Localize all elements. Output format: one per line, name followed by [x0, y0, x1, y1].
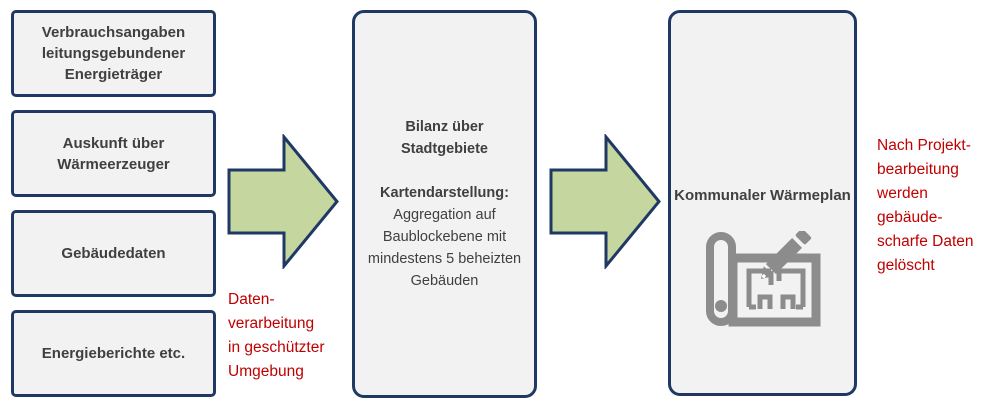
source-box-label: Verbrauchsangaben leitungsgebundener Ene…: [41, 24, 186, 83]
map-description: Aggregation auf Baublockebene mit mindes…: [367, 207, 522, 289]
balance-title: Bilanz über Stadtgebiete: [400, 119, 488, 157]
blueprint-pencil-icon: [705, 231, 820, 327]
source-box-label: Auskunft über Wärmeerzeuger: [57, 134, 170, 173]
source-box-verbrauchsangaben: Verbrauchsangaben leitungsgebundener Ene…: [11, 10, 216, 97]
source-box-gebaeudedaten: Gebäudedaten: [11, 210, 216, 297]
deletion-note: Nach Projekt- bearbeitung werden gebäude…: [877, 137, 974, 274]
source-box-label: Gebäudedaten: [61, 245, 166, 262]
source-box-energieberichte: Energieberichte etc.: [11, 310, 216, 397]
result-box: Kommunaler Wärmeplan: [668, 10, 857, 396]
map-heading: Kartendarstellung:: [380, 185, 509, 201]
flow-arrow-right: [549, 134, 661, 269]
source-box-label: Energieberichte etc.: [41, 345, 186, 362]
source-box-waermeerzeuger: Auskunft über Wärmeerzeuger: [11, 110, 216, 197]
flow-arrow-left: [227, 134, 339, 269]
processing-note: Daten- verarbeitung in geschützter Umgeb…: [228, 291, 325, 380]
result-title: Kommunaler Wärmeplan: [674, 187, 851, 204]
balance-box: Bilanz über Stadtgebiete Kartendarstellu…: [352, 10, 537, 398]
